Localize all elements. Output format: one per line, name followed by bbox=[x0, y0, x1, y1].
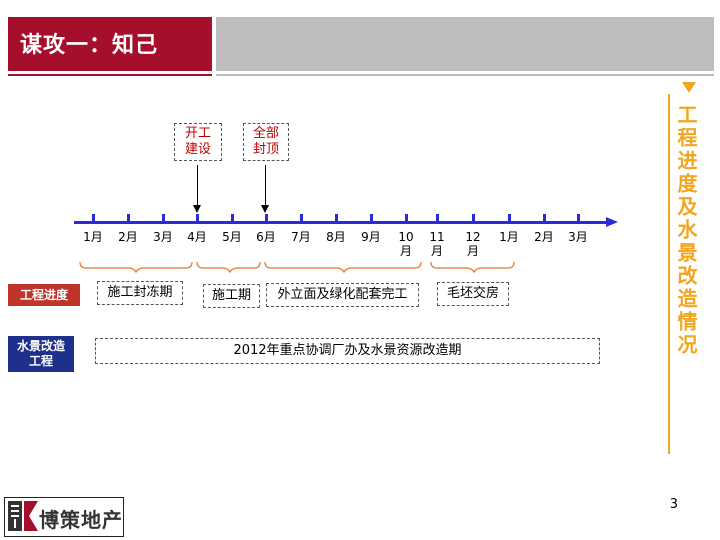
brace-facade bbox=[264, 261, 422, 274]
month-label: 8月 bbox=[326, 230, 346, 244]
logo-mark-icon bbox=[7, 500, 39, 532]
month-label: 3月 bbox=[153, 230, 173, 244]
month-label: 12 月 bbox=[465, 230, 481, 258]
month-label: 9月 bbox=[361, 230, 381, 244]
milestone-topping-out: 全部 封顶 bbox=[243, 123, 289, 161]
milestone-start-construction: 开工 建设 bbox=[174, 123, 222, 161]
milestone-arrow-line bbox=[197, 165, 198, 207]
timeline-tick bbox=[196, 214, 199, 224]
timeline-tick bbox=[405, 214, 408, 224]
header-grey-bar bbox=[216, 17, 714, 71]
timeline-tick bbox=[162, 214, 165, 224]
timeline-axis bbox=[74, 221, 609, 224]
timeline-tick bbox=[231, 214, 234, 224]
month-label: 2月 bbox=[534, 230, 554, 244]
timeline-tick bbox=[508, 214, 511, 224]
phase-delivery: 毛坯交房 bbox=[437, 282, 509, 306]
month-label: 2月 bbox=[118, 230, 138, 244]
logo-text: 博策地产 bbox=[39, 508, 123, 532]
month-label: 11 月 bbox=[429, 230, 445, 258]
month-label: 10 月 bbox=[398, 230, 414, 258]
arrow-down-icon bbox=[193, 205, 201, 213]
brace-delivery bbox=[430, 261, 515, 274]
phase-freeze: 施工封冻期 bbox=[97, 281, 183, 305]
row-label-progress: 工程进度 bbox=[8, 284, 80, 306]
title-underline bbox=[8, 74, 212, 76]
timeline-tick bbox=[335, 214, 338, 224]
phase-braces bbox=[79, 261, 515, 274]
page-title: 谋攻一：知己 bbox=[20, 33, 159, 58]
timeline-tick bbox=[436, 214, 439, 224]
timeline-tick bbox=[370, 214, 373, 224]
month-label: 6月 bbox=[256, 230, 276, 244]
water-project-period: 2012年重点协调厂办及水景资源改造期 bbox=[95, 338, 600, 364]
arrow-down-icon bbox=[261, 205, 269, 213]
month-label: 4月 bbox=[187, 230, 207, 244]
page-number: 3 bbox=[669, 497, 678, 512]
month-label: 1月 bbox=[499, 230, 519, 244]
timeline-tick bbox=[127, 214, 130, 224]
row-label-water: 水景改造 工程 bbox=[8, 336, 74, 372]
vertical-section-title: 工程进度及水景改造情况 bbox=[674, 104, 698, 357]
title-bar: 谋攻一：知己 bbox=[8, 17, 212, 71]
phase-facade-greening: 外立面及绿化配套完工 bbox=[266, 283, 419, 307]
arrow-right-icon bbox=[606, 217, 618, 227]
timeline-tick bbox=[577, 214, 580, 224]
timeline-tick bbox=[92, 214, 95, 224]
month-label: 3月 bbox=[568, 230, 588, 244]
month-label: 1月 bbox=[83, 230, 103, 244]
brace-freeze bbox=[79, 261, 193, 274]
header-underline bbox=[216, 74, 714, 76]
company-logo: 博策地产 bbox=[4, 497, 124, 537]
timeline-tick bbox=[543, 214, 546, 224]
timeline-tick bbox=[265, 214, 268, 224]
month-label: 5月 bbox=[222, 230, 242, 244]
month-label: 7月 bbox=[291, 230, 311, 244]
brace-construction bbox=[196, 261, 261, 274]
phase-construction: 施工期 bbox=[203, 284, 260, 308]
timeline-tick bbox=[300, 214, 303, 224]
timeline-tick bbox=[472, 214, 475, 224]
triangle-down-icon bbox=[682, 82, 696, 93]
vertical-accent-line bbox=[668, 94, 670, 454]
milestone-arrow-line bbox=[265, 165, 266, 207]
